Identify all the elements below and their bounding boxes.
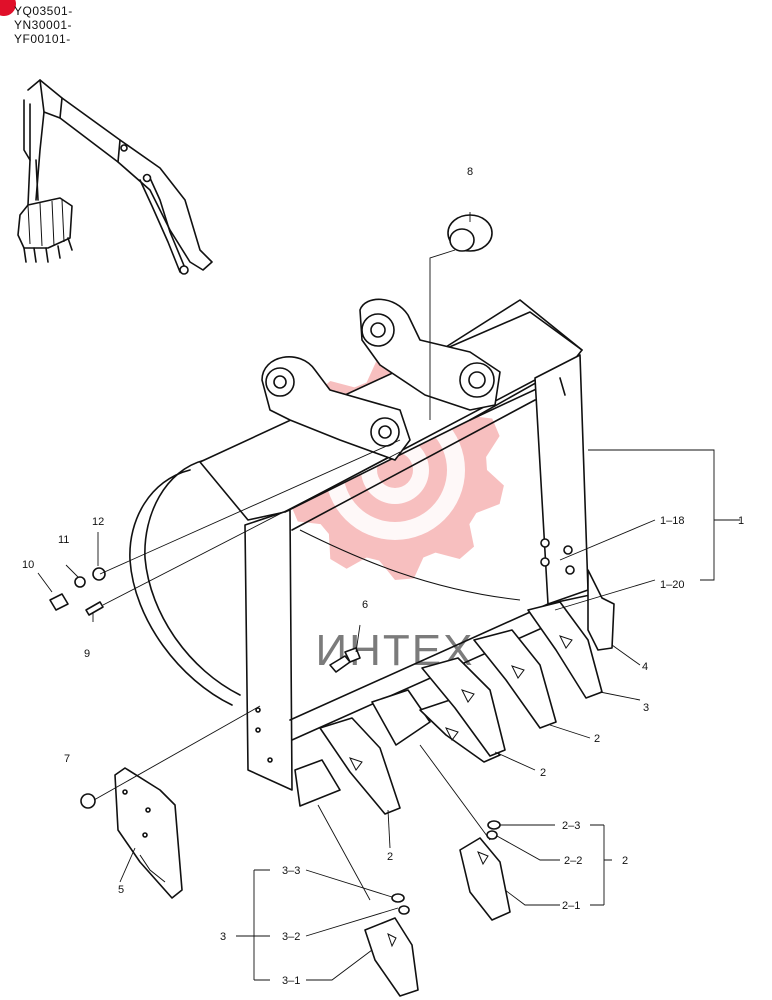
callout-2-c: 2 bbox=[387, 851, 393, 863]
callout-4: 4 bbox=[642, 661, 648, 673]
callout-12: 12 bbox=[92, 516, 104, 528]
callout-7: 7 bbox=[64, 753, 70, 765]
callout-2-1: 2–1 bbox=[562, 900, 580, 912]
tooth-3 bbox=[421, 657, 506, 757]
callout-2-d: 2 bbox=[622, 855, 628, 867]
corner-marker bbox=[0, 0, 16, 16]
bushing-8 bbox=[447, 214, 493, 252]
callout-8: 8 bbox=[467, 166, 473, 178]
callout-labels: 8 1 1–18 1–20 4 3 2 2 2 12 11 10 9 6 7 5… bbox=[22, 166, 744, 987]
callout-1: 1 bbox=[738, 515, 744, 527]
callout-2-b: 2 bbox=[540, 767, 546, 779]
serial-number-2: YN30001- bbox=[14, 18, 73, 32]
callout-2-3: 2–3 bbox=[562, 820, 580, 832]
leader-lines bbox=[37, 212, 740, 981]
tooth-1 bbox=[294, 717, 401, 815]
tooth-detail-3 bbox=[364, 893, 419, 997]
callout-1-18: 1–18 bbox=[660, 515, 684, 527]
callout-3: 3 bbox=[643, 702, 649, 714]
callout-11: 11 bbox=[58, 534, 69, 546]
callout-3-1: 3–1 bbox=[282, 975, 300, 987]
callout-5: 5 bbox=[118, 884, 124, 896]
callout-9: 9 bbox=[84, 648, 90, 660]
callout-2-a: 2 bbox=[594, 733, 600, 745]
teeth-row bbox=[294, 601, 603, 815]
callout-2-2: 2–2 bbox=[564, 855, 582, 867]
excavator-overview bbox=[17, 79, 213, 275]
callout-6: 6 bbox=[362, 599, 368, 611]
hardware-9-12 bbox=[49, 567, 106, 616]
tooth-4 bbox=[473, 629, 557, 729]
nut-7 bbox=[80, 793, 96, 809]
callout-3-2: 3–2 bbox=[282, 931, 300, 943]
tooth-detail-2 bbox=[459, 820, 511, 921]
side-plate-5 bbox=[114, 767, 183, 899]
tooth-2 bbox=[371, 689, 501, 763]
callout-10: 10 bbox=[22, 559, 34, 571]
callout-3-b: 3 bbox=[220, 931, 226, 943]
callout-3-3: 3–3 bbox=[282, 865, 300, 877]
serial-number-3: YF00101- bbox=[14, 32, 71, 46]
callout-1-20: 1–20 bbox=[660, 579, 684, 591]
serial-number-1: YQ03501- bbox=[14, 4, 73, 18]
bucket-assembly bbox=[129, 298, 615, 791]
